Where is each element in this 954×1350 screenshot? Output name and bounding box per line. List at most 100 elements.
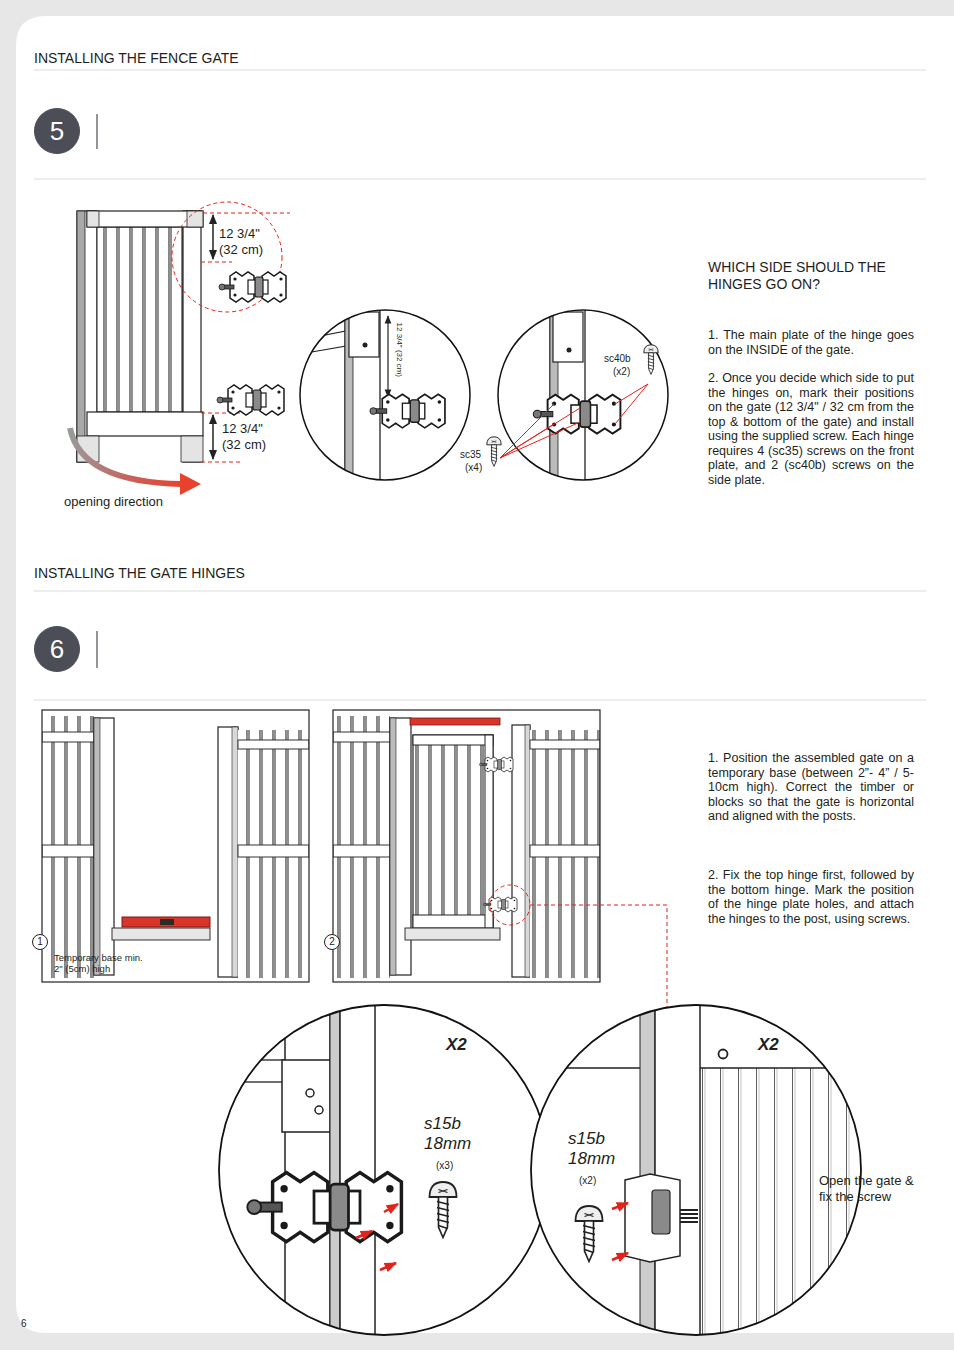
dimension-guide — [212, 415, 214, 459]
red-dashed-guide — [172, 202, 290, 462]
detail-circle — [498, 310, 668, 480]
fix-arrow — [380, 1263, 396, 1270]
node-text: 2 — [329, 937, 335, 947]
callout-number: 1 — [32, 934, 48, 950]
instruction-text: 1. The main plate of the hinge goes on t… — [708, 328, 914, 357]
panel-frame — [333, 710, 600, 982]
panel-note: Temporary base min. 2" (5cm) high — [54, 952, 149, 975]
detail-circle — [349, 312, 379, 357]
opening-arrow — [70, 428, 201, 495]
detail-circle — [533, 395, 620, 434]
step-number: 5 — [34, 108, 80, 154]
page-number: 6 — [21, 1318, 27, 1330]
detail-circle — [625, 1174, 680, 1262]
detail-circle — [300, 310, 470, 480]
fence-panel — [530, 730, 600, 978]
fix-arrow — [612, 1203, 628, 1260]
fence-panel — [484, 897, 518, 912]
caption: opening direction — [64, 494, 163, 510]
instruction-text: 2. Once you decide which side to put the… — [708, 371, 914, 487]
detail-circle — [567, 348, 572, 353]
detail-circle — [315, 1106, 323, 1114]
instruction-note: Open the gate & fix the screw — [819, 1173, 919, 1204]
part-code: sc35 — [460, 449, 481, 461]
opening-arrow — [70, 428, 182, 484]
instruction-text: 2. Fix the top hinge first, followed by … — [708, 868, 914, 926]
detail-circle — [640, 1000, 655, 1340]
instruction-text: 1. Position the assembled gate on a temp… — [708, 751, 914, 824]
step-divider — [96, 631, 97, 668]
fence-panel — [413, 735, 493, 745]
fence-panel — [530, 740, 600, 749]
section-rule — [34, 700, 926, 701]
detail-circle — [719, 1050, 728, 1059]
quantity-label: (x4) — [465, 462, 482, 474]
step-number: 6 — [34, 626, 80, 672]
gate-drawing — [187, 211, 203, 227]
detail-circle — [345, 305, 380, 505]
detail-circle — [300, 305, 470, 505]
hinge — [219, 272, 286, 302]
part-code: s15b 18mm — [568, 1129, 624, 1170]
fence-panel — [238, 730, 309, 978]
fence-panel — [333, 710, 600, 982]
detail-circle — [330, 1000, 340, 1340]
detail-circle — [306, 1089, 314, 1097]
section-rule — [34, 70, 926, 700]
fence-panel — [413, 915, 493, 928]
section-heading: INSTALLING THE GATE HINGES — [34, 565, 245, 582]
fence-panel — [480, 757, 514, 772]
fence-panel — [160, 919, 174, 925]
fix-arrow — [384, 1204, 398, 1212]
dimension-guide — [212, 215, 214, 259]
gate-drawing — [77, 211, 203, 462]
red-dashed-guide — [203, 213, 290, 214]
section-rule — [34, 591, 926, 592]
fix-arrow — [356, 1231, 372, 1238]
screw-leader — [615, 384, 648, 424]
fence-panel — [42, 710, 309, 982]
fence-panel — [42, 716, 94, 978]
red-dashed-guide — [201, 462, 240, 463]
red-dashed-guide — [490, 885, 530, 925]
screw-leader — [500, 408, 580, 458]
quantity-label: (x3) — [436, 1160, 453, 1172]
fence-panel — [238, 740, 309, 749]
screw-leader — [500, 422, 580, 458]
detail-circle — [531, 1005, 861, 1335]
section-question: WHICH SIDE SHOULD THE HINGES GO ON? — [708, 259, 913, 293]
quantity-callout: X2 — [446, 1035, 467, 1055]
gate-drawing — [97, 227, 183, 412]
part-code: sc40b — [604, 353, 631, 365]
dimension-guide — [213, 215, 214, 459]
quantity-callout: X2 — [758, 1035, 779, 1055]
gate-drawing — [77, 211, 85, 462]
screw-leader — [500, 404, 554, 458]
part-code: s15b 18mm — [424, 1114, 480, 1155]
step-divider — [96, 114, 97, 149]
dimension-label: 12 3/4" (32 cm) — [394, 323, 404, 377]
quantity-label: (x2) — [613, 366, 630, 378]
fence-panel — [42, 710, 309, 982]
screw-icon — [430, 1182, 457, 1238]
screw-leader — [615, 384, 648, 404]
detail-circle — [285, 1000, 330, 1340]
detail-circle — [680, 1210, 698, 1222]
fence-panel — [94, 718, 100, 975]
fence-panel — [333, 732, 390, 742]
detail-circle — [282, 1060, 330, 1132]
screw-icon — [644, 345, 658, 375]
node-text: 6 — [50, 636, 64, 662]
node-text: 1 — [37, 937, 43, 947]
gate-drawing — [87, 211, 99, 227]
detail-circle — [498, 305, 668, 505]
detail-circle — [219, 1000, 549, 1340]
fence-panel — [333, 710, 600, 982]
dimension-label: 12 3/4" (32 cm) — [222, 421, 280, 452]
detail-circle — [340, 1000, 375, 1340]
fix-arrow — [612, 1203, 628, 1209]
detail-circle — [370, 394, 445, 428]
